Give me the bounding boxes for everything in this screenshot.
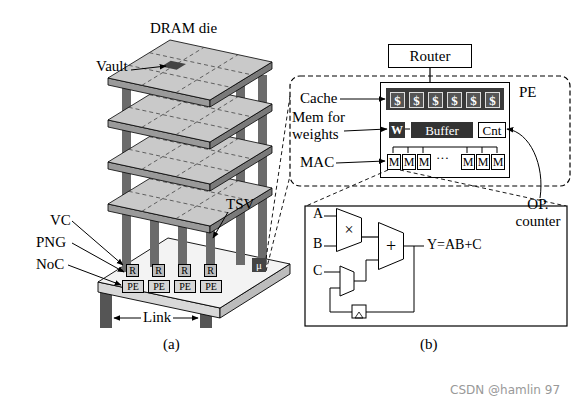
node-text: M bbox=[404, 156, 415, 168]
signal-name: B bbox=[313, 236, 322, 252]
connector bbox=[429, 68, 430, 82]
leader-arrow bbox=[72, 221, 123, 265]
node-text: R bbox=[207, 266, 214, 276]
part-label: MAC bbox=[300, 154, 334, 171]
panel-label: (a) bbox=[163, 336, 180, 353]
multiplier-symbol bbox=[337, 209, 362, 252]
mac-unit: M bbox=[417, 154, 431, 170]
node-text: $ bbox=[470, 94, 477, 107]
leader-arrow bbox=[340, 99, 385, 100]
node-text: Buffer bbox=[425, 124, 459, 137]
node-text: $ bbox=[451, 94, 458, 107]
part-label: OP. counter bbox=[508, 196, 568, 231]
mac-unit: M bbox=[387, 154, 401, 170]
panel-label: (b) bbox=[420, 336, 438, 353]
node-text: Cnt bbox=[483, 124, 502, 137]
node-text: PE bbox=[127, 282, 139, 292]
micro-controller: μ bbox=[252, 258, 266, 272]
node-text: R bbox=[129, 266, 136, 276]
counter-box: Cnt bbox=[478, 122, 506, 138]
cache-bar bbox=[386, 88, 504, 110]
node-text: R bbox=[181, 266, 188, 276]
mac-unit: M bbox=[476, 154, 490, 170]
leader-arrow bbox=[507, 129, 541, 198]
part-label: Link bbox=[141, 309, 173, 326]
node-text: $ bbox=[489, 94, 496, 107]
connector bbox=[362, 236, 378, 237]
cache-line: $ bbox=[447, 92, 462, 108]
cache-line: $ bbox=[390, 92, 405, 108]
node-text: R bbox=[155, 266, 162, 276]
multiplier: × bbox=[336, 208, 362, 252]
signal-name: Y=AB+C bbox=[427, 237, 482, 253]
cache-line: $ bbox=[428, 92, 443, 108]
leader-arrow bbox=[336, 161, 385, 163]
leader-arrow bbox=[72, 243, 124, 272]
router-block: R bbox=[204, 264, 217, 277]
part-label: Mem for weights bbox=[292, 109, 354, 144]
signal-name: A bbox=[313, 206, 323, 222]
part-label: DRAM die bbox=[150, 20, 217, 37]
router-block: R bbox=[126, 264, 139, 277]
clock-symbol bbox=[355, 312, 363, 318]
pe-block: PE bbox=[148, 280, 170, 293]
node-text: × bbox=[344, 222, 353, 238]
cache-line: $ bbox=[485, 92, 500, 108]
node-text: M bbox=[478, 156, 489, 168]
node-text: μ bbox=[256, 260, 262, 271]
register-symbol bbox=[352, 305, 366, 318]
mac-unit: M bbox=[461, 154, 475, 170]
node-text: Router bbox=[410, 49, 451, 64]
mac-unit: M bbox=[491, 154, 505, 170]
part-label: TSV bbox=[226, 196, 254, 213]
adder: + bbox=[378, 222, 404, 270]
pe-block: PE bbox=[174, 280, 196, 293]
router-block: R bbox=[178, 264, 191, 277]
leader-arrow bbox=[131, 66, 166, 70]
node-heading: PE bbox=[519, 85, 537, 100]
node-text: $ bbox=[394, 94, 401, 107]
node-text: W bbox=[391, 124, 403, 136]
cache-line: $ bbox=[409, 92, 424, 108]
part-label: NoC bbox=[36, 256, 64, 273]
zoom-line bbox=[266, 96, 290, 271]
mac-unit: M bbox=[402, 154, 416, 170]
mux-symbol bbox=[340, 266, 354, 296]
node-text: PE bbox=[153, 282, 165, 292]
ellipsis: ··· bbox=[436, 151, 449, 166]
node-text: M bbox=[419, 156, 430, 168]
weight-memory: W bbox=[389, 122, 405, 138]
node-text: + bbox=[386, 237, 396, 255]
leader-arrow bbox=[68, 265, 121, 285]
pe-block: PE bbox=[122, 280, 144, 293]
leader-arrow bbox=[213, 212, 228, 238]
buffer-box: Buffer bbox=[411, 122, 473, 138]
node-text: M bbox=[463, 156, 474, 168]
router-block: R bbox=[152, 264, 165, 277]
zoom-line bbox=[306, 170, 566, 206]
part-label: Cache bbox=[300, 90, 337, 107]
vault-highlight bbox=[161, 61, 186, 70]
dram-die bbox=[108, 40, 272, 107]
watermark: CSDN @hamlin 97 bbox=[450, 384, 560, 398]
node-text: PE bbox=[179, 282, 191, 292]
part-label: PNG bbox=[36, 234, 66, 251]
pe-block: PE bbox=[200, 280, 222, 293]
node-text: M bbox=[389, 156, 400, 168]
node-text: M bbox=[493, 156, 504, 168]
signal-name: C bbox=[313, 263, 322, 279]
node-text: $ bbox=[413, 94, 420, 107]
router-box: Router bbox=[388, 44, 472, 68]
node-text: PE bbox=[205, 282, 217, 292]
node-text: $ bbox=[432, 94, 439, 107]
cache-line: $ bbox=[466, 92, 481, 108]
adder-symbol bbox=[379, 223, 404, 270]
part-label: VC bbox=[50, 212, 71, 229]
part-label: Vault bbox=[96, 58, 128, 75]
pe-outline bbox=[290, 76, 570, 186]
